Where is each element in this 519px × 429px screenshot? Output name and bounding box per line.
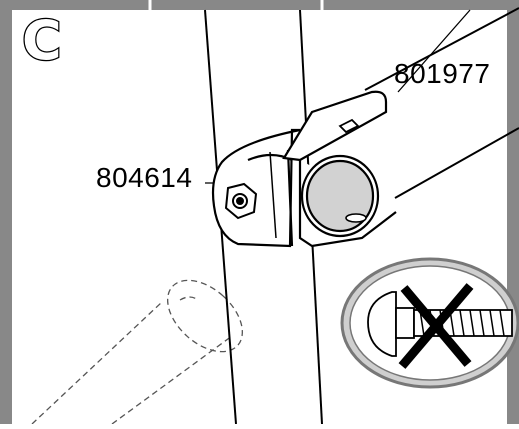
wrong-bolt-inset xyxy=(340,257,519,389)
part-number-804614: 804614 xyxy=(96,162,193,193)
step-letter: C xyxy=(21,9,63,72)
post-clamp xyxy=(211,128,301,248)
phantom-pipe xyxy=(31,279,244,425)
x-mark-icon xyxy=(398,283,474,369)
tube-opening xyxy=(300,154,380,238)
leader-line-801977 xyxy=(397,9,471,93)
crossbar-tube xyxy=(364,7,519,199)
hex-nut-icon xyxy=(224,182,258,220)
part-number-801977: 801977 xyxy=(394,58,491,89)
